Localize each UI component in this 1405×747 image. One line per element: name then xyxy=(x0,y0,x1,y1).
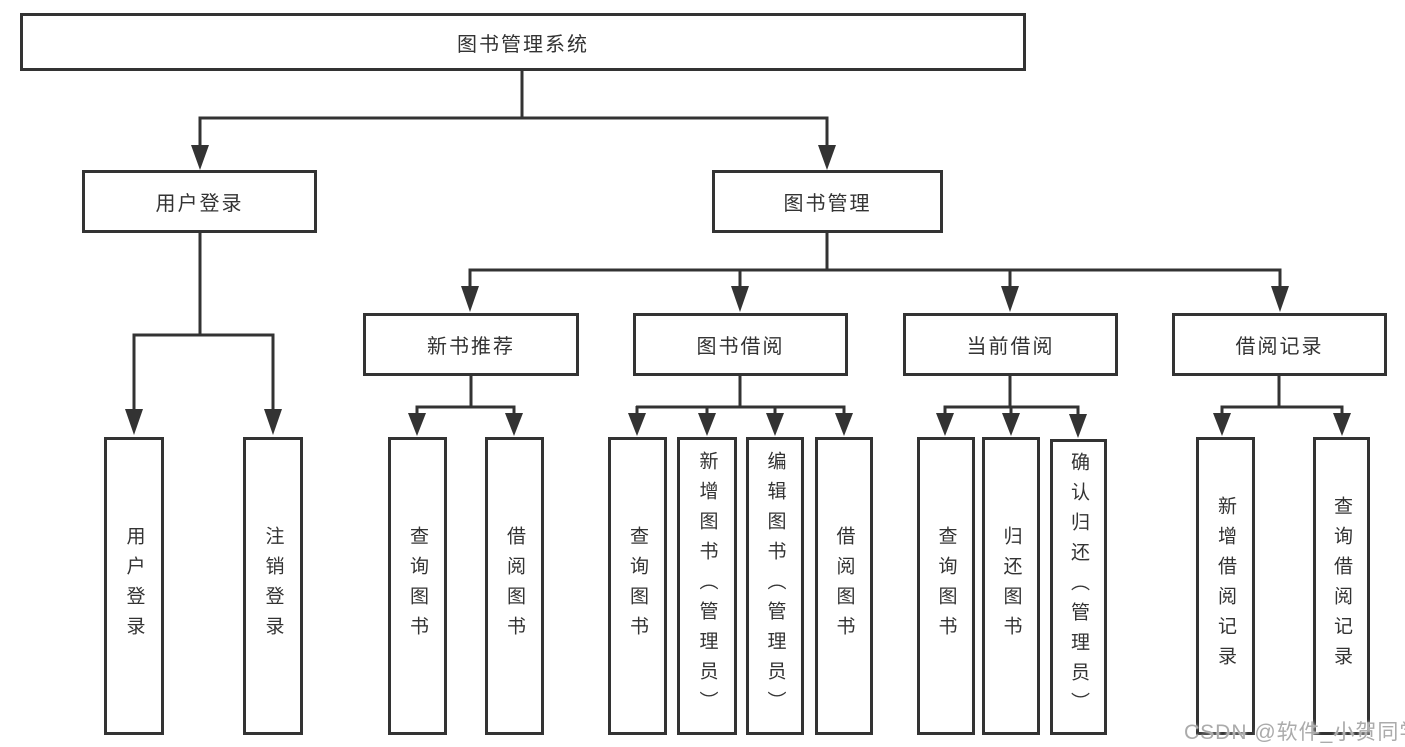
leaf-query-books-2-label: 查询图书 xyxy=(627,526,648,646)
node-new-book-recommend-label: 新书推荐 xyxy=(427,336,515,358)
leaf-add-borrow-record: 新增借阅记录 xyxy=(1196,437,1255,735)
leaf-logout-label: 注销登录 xyxy=(262,526,284,646)
leaf-query-books-1: 查询图书 xyxy=(388,437,447,735)
leaf-borrow-books-1: 借阅图书 xyxy=(485,437,544,735)
leaf-query-books-3: 查询图书 xyxy=(917,437,975,735)
node-book-management: 图书管理 xyxy=(712,170,943,233)
leaf-borrow-books-1-label: 借阅图书 xyxy=(504,526,525,646)
leaf-add-book-admin-label: 新增图书（管理员） xyxy=(696,451,718,721)
node-current-borrowing: 当前借阅 xyxy=(903,313,1118,376)
leaf-query-books-3-label: 查询图书 xyxy=(935,526,957,646)
node-user-login-label: 用户登录 xyxy=(155,193,244,215)
node-book-borrowing: 图书借阅 xyxy=(633,313,848,376)
leaf-query-books-2: 查询图书 xyxy=(608,437,667,735)
leaf-borrow-books-2-label: 借阅图书 xyxy=(833,526,855,646)
node-current-borrowing-label: 当前借阅 xyxy=(966,336,1055,358)
leaf-query-books-1-label: 查询图书 xyxy=(407,526,428,646)
leaf-query-borrow-record: 查询借阅记录 xyxy=(1313,437,1370,735)
leaf-user-login-label: 用户登录 xyxy=(123,526,145,646)
node-borrow-records-label: 借阅记录 xyxy=(1235,336,1324,358)
node-book-borrowing-label: 图书借阅 xyxy=(696,336,785,358)
node-borrow-records: 借阅记录 xyxy=(1172,313,1387,376)
leaf-user-login: 用户登录 xyxy=(104,437,164,735)
leaf-borrow-books-2: 借阅图书 xyxy=(815,437,873,735)
leaf-logout: 注销登录 xyxy=(243,437,303,735)
leaf-confirm-return-admin-label: 确认归还（管理员） xyxy=(1068,452,1089,722)
leaf-add-book-admin: 新增图书（管理员） xyxy=(677,437,737,735)
csdn-watermark: CSDN @软件_小贺同学 xyxy=(1184,721,1405,744)
node-book-management-label: 图书管理 xyxy=(783,193,872,215)
leaf-add-borrow-record-label: 新增借阅记录 xyxy=(1215,496,1236,676)
leaf-confirm-return-admin: 确认归还（管理员） xyxy=(1050,439,1107,735)
leaf-return-books-label: 归还图书 xyxy=(1000,526,1022,646)
node-root-label: 图书管理系统 xyxy=(457,33,589,56)
node-user-login: 用户登录 xyxy=(82,170,317,233)
leaf-edit-book-admin: 编辑图书（管理员） xyxy=(746,437,804,735)
node-new-book-recommend: 新书推荐 xyxy=(363,313,579,376)
node-root: 图书管理系统 xyxy=(20,13,1026,71)
leaf-return-books: 归还图书 xyxy=(982,437,1040,735)
leaf-query-borrow-record-label: 查询借阅记录 xyxy=(1331,496,1352,676)
leaf-edit-book-admin-label: 编辑图书（管理员） xyxy=(764,451,786,721)
